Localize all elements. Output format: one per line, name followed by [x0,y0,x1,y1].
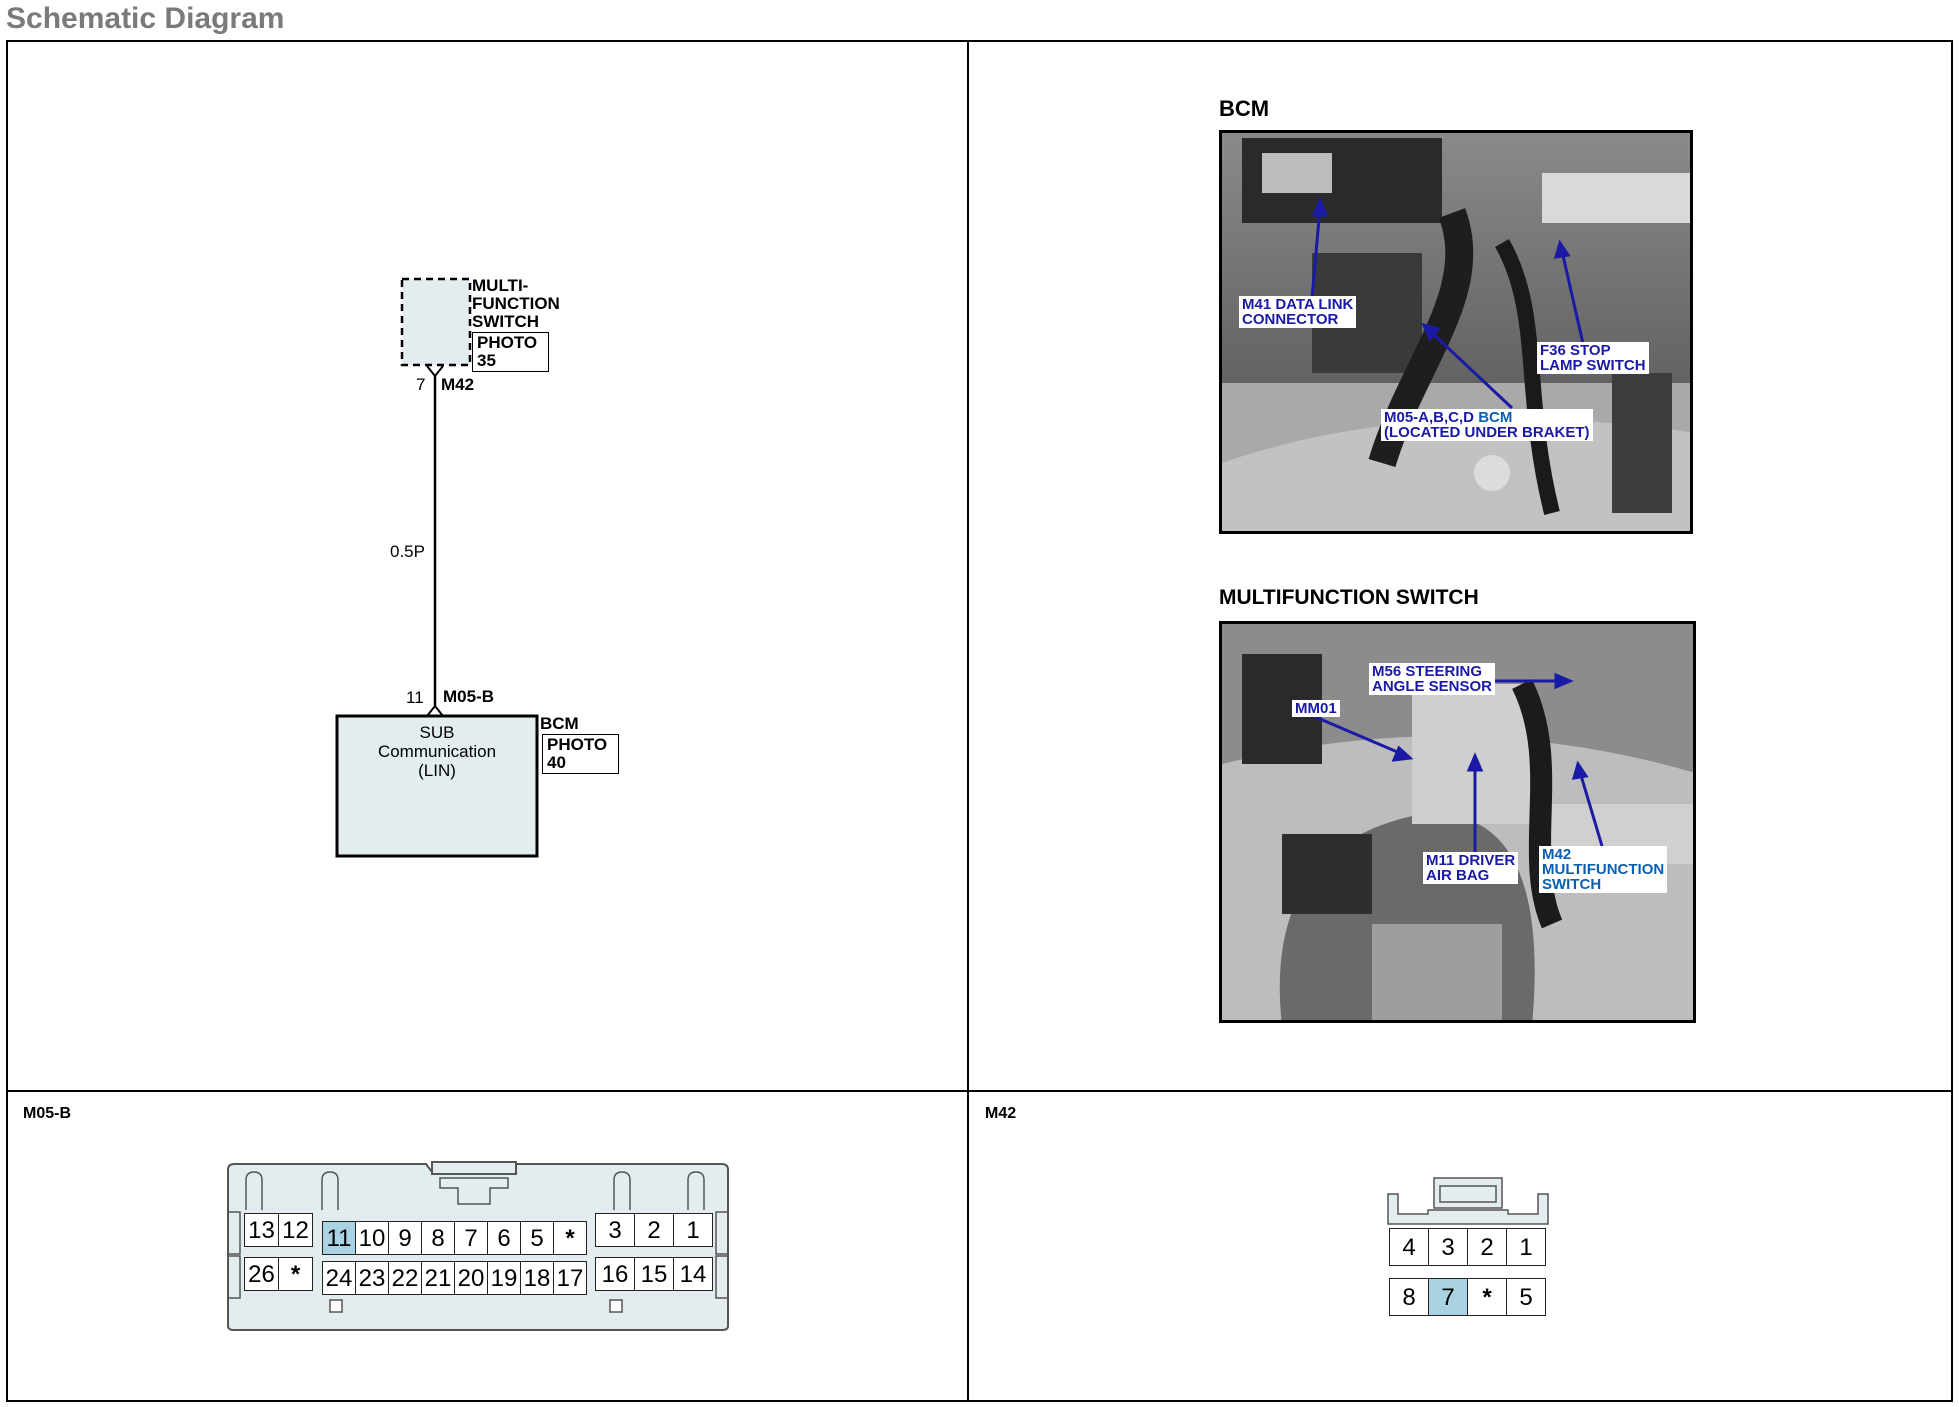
m05b-pin-19: 19 [487,1261,521,1295]
m42-pin-7: 7 [1428,1278,1468,1316]
bcm-photo-ref[interactable]: PHOTO 40 [542,734,619,774]
mfs-pin-number: 7 [416,375,426,394]
m05b-pin-1: 1 [673,1213,713,1247]
m05b-pin-7: 7 [454,1221,488,1255]
m05b-pin-5: 5 [520,1221,554,1255]
callout-m11-driver-airbag: M11 DRIVER AIR BAG [1423,852,1519,884]
m42-pin-3: 3 [1428,1228,1468,1266]
callout-m56-steering-sensor: M56 STEERING ANGLE SENSOR [1369,663,1496,695]
wire-color-label: 0.5P [390,542,425,561]
callout-m05-bcm-word: BCM [1478,409,1513,426]
m05b-connector-title: M05-B [23,1105,72,1122]
m42-connector-housing [1387,1177,1549,1225]
m05b-pin-17: 17 [553,1261,587,1295]
mfs-name-label: MULTI- FUNCTION SWITCH [472,276,560,331]
m05b-pin-6: 6 [487,1221,521,1255]
m05b-pin-11: 11 [322,1221,356,1255]
bcm-name-label: BCM [540,714,579,733]
mfs-photo-title: MULTIFUNCTION SWITCH [1219,586,1479,609]
schematic-wiring [335,277,539,858]
callout-m05-bcm: M05-A,B,C,D BCM(LOCATED UNDER BRAKET) [1381,409,1593,441]
bcm-pin-number: 11 [406,688,424,707]
callout-m42-multifunction-switch: M42 MULTIFUNCTION SWITCH [1539,846,1668,893]
callout-m05-located: (LOCATED UNDER BRAKET) [1384,424,1590,441]
m42-pin-5: 5 [1506,1278,1546,1316]
m42-pin-grid: 4 3 2 1 8 7 * 5 [1385,1228,1551,1322]
m05b-pin-8: 8 [421,1221,455,1255]
m05b-pin-blank-top: * [553,1221,587,1255]
m05b-pin-21: 21 [421,1261,455,1295]
page-title: Schematic Diagram [6,2,285,35]
callout-mm01: MM01 [1292,700,1340,717]
m05b-pin-15: 15 [634,1257,674,1291]
m42-pin-8: 8 [1389,1278,1429,1316]
bcm-location-photo [1219,130,1693,534]
mfs-component-box [400,277,472,367]
mfs-connector-id: M42 [441,375,475,394]
m05b-pin-9: 9 [388,1221,422,1255]
bcm-photo-arrows [1310,197,1586,410]
schematic-panel [6,40,969,1092]
m05b-pin-13: 13 [244,1213,279,1247]
mfs-photo-ref[interactable]: PHOTO 35 [472,332,549,372]
callout-m41-data-link: M41 DATA LINK CONNECTOR [1239,296,1357,328]
bcm-photo-title: BCM [1219,96,1270,121]
m05b-pin-26: 26 [244,1257,279,1291]
m42-pin-blank: * [1467,1278,1507,1316]
m05b-pin-16: 16 [595,1257,635,1291]
m05b-pin-18: 18 [520,1261,554,1295]
m05b-pin-3: 3 [595,1213,635,1247]
m05b-pin-10: 10 [355,1221,389,1255]
callout-m05-prefix: M05-A,B,C,D [1384,409,1479,426]
m05b-pin-12: 12 [278,1213,313,1247]
bcm-photo-illustration [1222,133,1690,531]
m42-pin-4: 4 [1389,1228,1429,1266]
m05b-pin-2: 2 [634,1213,674,1247]
bcm-box-text: SUB Communication (LIN) [377,723,497,780]
bcm-component-box [335,714,539,858]
m42-pin-1: 1 [1506,1228,1546,1266]
m05b-pin-20: 20 [454,1261,488,1295]
callout-f36-stop-lamp: F36 STOP LAMP SWITCH [1537,342,1649,374]
m42-connector-title: M42 [985,1105,1017,1122]
m05b-pin-blank-bottom: * [278,1257,313,1291]
m42-pin-2: 2 [1467,1228,1507,1266]
m05b-pin-23: 23 [355,1261,389,1295]
m05b-pin-14: 14 [673,1257,713,1291]
bcm-connector-id: M05-B [443,687,495,706]
m05b-pin-24: 24 [322,1261,356,1295]
m05b-pin-22: 22 [388,1261,422,1295]
bcm-connector-symbol [426,704,444,717]
m05b-pin-grid: 13 12 11 10 9 8 7 6 5 * 3 2 1 26 * 24 23… [242,1213,713,1307]
